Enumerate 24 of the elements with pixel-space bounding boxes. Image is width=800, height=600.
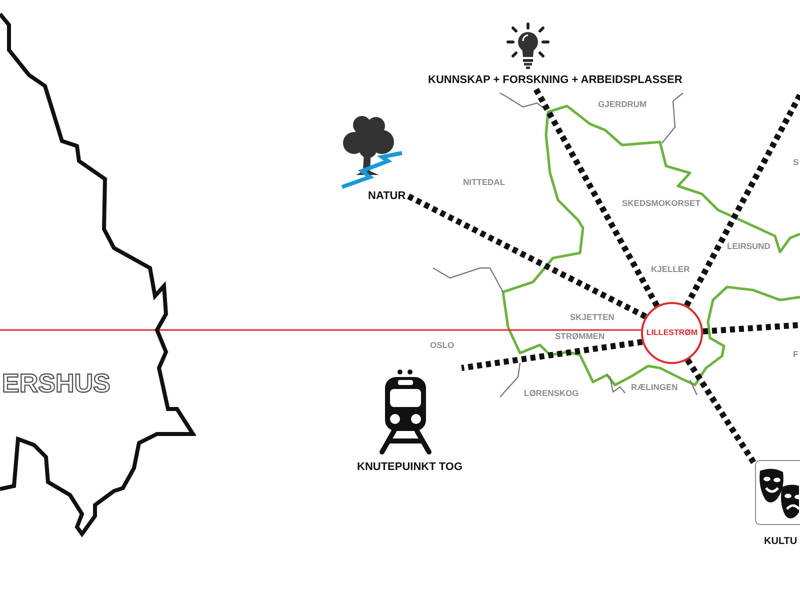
place-name: SKJETTEN — [570, 313, 614, 322]
place-name: KJELLER — [651, 265, 690, 274]
place-name: GJERDRUM — [598, 100, 647, 108]
place-name: OSLO — [430, 341, 454, 350]
dotted-line — [684, 94, 800, 308]
dotted-line — [461, 338, 643, 371]
theme-label: KULTU — [764, 537, 798, 547]
theme-label: NATUR — [368, 191, 406, 202]
place-name: LILLESTRØM — [646, 329, 698, 337]
place-name: F — [793, 350, 798, 358]
place-name: S — [793, 158, 799, 166]
place-name: NITTEDAL — [463, 178, 506, 186]
dotted-line — [684, 358, 758, 466]
place-name: SKEDSMOKORSET — [622, 199, 700, 208]
dotted-line — [404, 192, 648, 320]
theme-label: KUNNSKAP + FORSKNING + ARBEIDSPLASSER — [428, 75, 682, 86]
theme-label: KNUTEPUINKT TOG — [357, 462, 463, 473]
county-name: ERSHUS — [2, 370, 110, 396]
place-name: STRØMMEN — [555, 332, 605, 340]
connector-line — [0, 329, 642, 331]
dotted-line — [702, 322, 800, 334]
place-name: RÆLINGEN — [631, 383, 678, 392]
place-name: LEIRSUND — [727, 242, 770, 250]
place-name: LØRENSKOG — [524, 389, 579, 398]
